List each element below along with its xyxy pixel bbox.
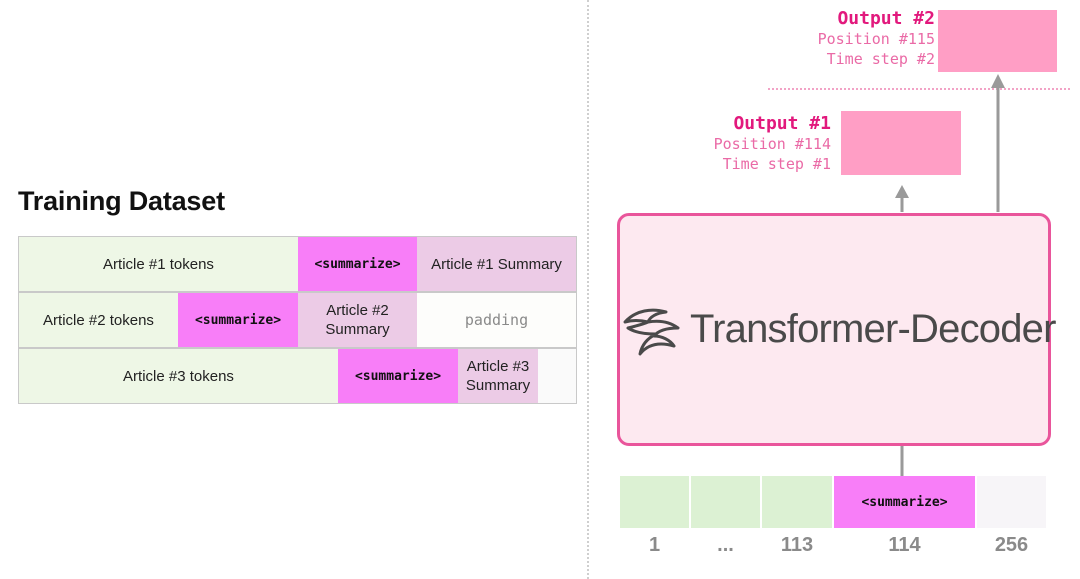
article-3-tokens: Article #3 tokens [19, 349, 338, 403]
input-token-ellipsis [691, 476, 760, 528]
dataset-row-1: Article #1 tokens <summarize> Article #1… [18, 236, 577, 292]
output-1-arrow [895, 185, 909, 212]
output-1-timestep: Time step #1 [722, 155, 831, 173]
padding-tokens: padding [417, 293, 576, 347]
article-2-summary: Article #2 Summary [298, 293, 417, 347]
output-1-title: Output #1 [733, 113, 831, 134]
input-token-1 [620, 476, 689, 528]
output-2-label: Output #2 Position #115 Time step #2 [760, 9, 935, 69]
article-1-summary: Article #1 Summary [417, 237, 576, 291]
output-2-timestep: Time step #2 [826, 50, 935, 68]
input-token-256 [977, 476, 1046, 528]
position-label: ... [717, 534, 734, 556]
output-1-position: Position #114 [713, 135, 831, 153]
empty-cell [538, 349, 576, 403]
summarize-token: <summarize> [298, 237, 417, 291]
article-3-summary: Article #3 Summary [458, 349, 538, 403]
summarize-token: <summarize> [338, 349, 458, 403]
position-label: 1 [648, 534, 661, 556]
input-token-113 [762, 476, 832, 528]
transformer-decoder-block [617, 213, 1051, 446]
position-label: 256 [994, 534, 1029, 556]
output-2-box [938, 10, 1057, 72]
output-2-position: Position #115 [817, 30, 935, 48]
summarize-token: <summarize> [178, 293, 298, 347]
output-1-label: Output #1 Position #114 Time step #1 [656, 114, 831, 174]
output-2-title: Output #2 [837, 8, 935, 29]
output-2-arrow [991, 74, 1005, 212]
position-label: 114 [888, 534, 921, 556]
position-label: 113 [780, 534, 814, 556]
article-1-tokens: Article #1 tokens [19, 237, 298, 291]
section-divider [587, 0, 589, 579]
training-dataset-title: Training Dataset [18, 186, 225, 216]
decoder-label: Transformer-Decoder [690, 307, 1056, 351]
dataset-row-3: Article #3 tokens <summarize> Article #3… [18, 348, 577, 404]
dataset-row-2: Article #2 tokens <summarize> Article #2… [18, 292, 577, 348]
output-1-box [841, 111, 961, 175]
input-summarize-token: <summarize> [834, 476, 975, 528]
timestep-separator [768, 88, 1070, 90]
article-2-tokens: Article #2 tokens [19, 293, 178, 347]
transformer-logo-icon [623, 308, 680, 356]
